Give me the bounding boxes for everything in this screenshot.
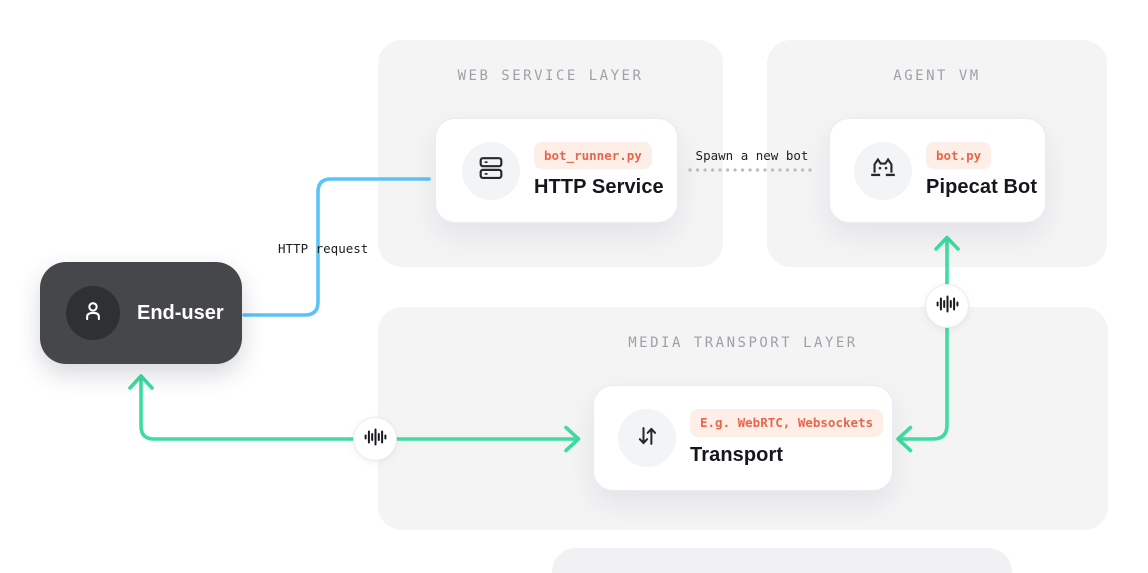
edge-user-media <box>128 374 581 453</box>
pipecat-cat-icon <box>867 152 899 189</box>
edge-label-http-request: HTTP request <box>278 241 369 256</box>
node-pipecat-bot: bot.py Pipecat Bot <box>829 118 1046 223</box>
pipecat-bot-icon-circle <box>854 141 912 200</box>
audio-waveform-icon <box>935 292 959 321</box>
panel-title-media-transport-layer: MEDIA TRANSPORT LAYER <box>628 335 858 351</box>
panel-bottom-partial <box>552 548 1012 573</box>
end-user-label: End-user <box>137 301 224 324</box>
pipecat-bot-title: Pipecat Bot <box>926 176 1038 199</box>
node-end-user: End-user <box>40 262 242 364</box>
transport-title: Transport <box>690 443 784 466</box>
node-transport: E.g. WebRTC, Websockets Transport <box>593 385 893 491</box>
panel-title-web-service-layer: WEB SERVICE LAYER <box>457 68 644 84</box>
transport-icon-circle <box>618 409 676 467</box>
http-service-icon-circle <box>462 141 520 200</box>
node-http-service: bot_runner.py HTTP Service <box>435 118 678 223</box>
pipecat-bot-file-tag: bot.py <box>926 141 992 170</box>
panel-title-agent-vm: AGENT VM <box>893 68 981 84</box>
transport-file-tag: E.g. WebRTC, Websockets <box>690 409 884 437</box>
http-service-file-tag: bot_runner.py <box>534 141 652 170</box>
panel-media-transport-layer: MEDIA TRANSPORT LAYER <box>378 307 1108 530</box>
http-service-title: HTTP Service <box>534 176 664 199</box>
user-media-waveform-badge <box>353 417 397 461</box>
edge-http-request <box>242 177 431 317</box>
end-user-avatar <box>66 286 120 340</box>
audio-waveform-icon <box>363 425 387 454</box>
server-icon <box>476 153 506 188</box>
edge-bot-media <box>896 235 960 453</box>
user-icon <box>80 298 106 329</box>
up-down-arrows-icon <box>633 422 661 455</box>
bot-media-waveform-badge <box>925 284 969 328</box>
edge-label-spawn-a-new-bot: Spawn a new bot <box>695 148 809 163</box>
